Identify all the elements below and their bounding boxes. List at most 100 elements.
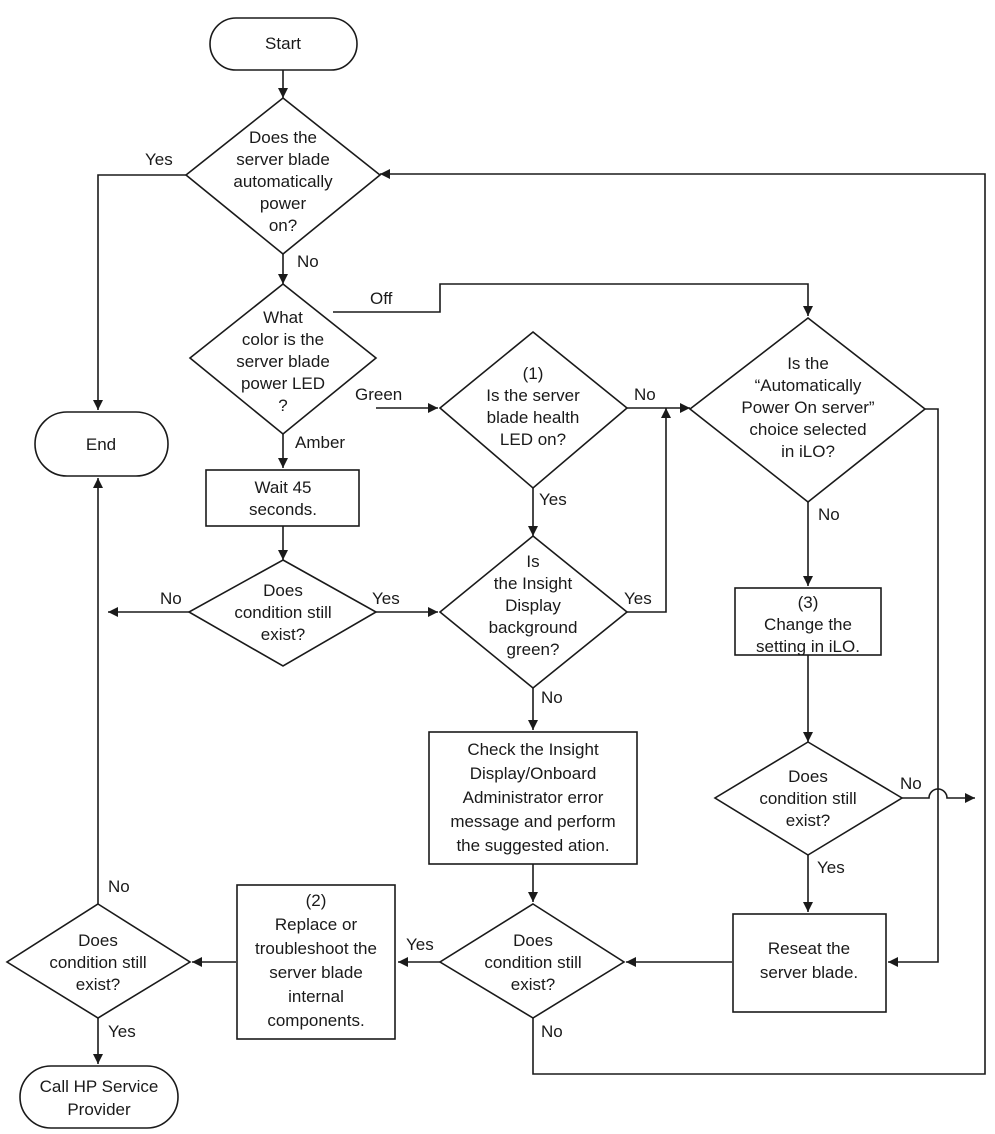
edge-ilo-right-to-reseat — [888, 408, 939, 967]
process-reseat: Reseat the server blade. — [732, 913, 887, 1013]
auto-power-line-3: automatically — [233, 172, 333, 191]
health-led-line-4: LED on? — [500, 430, 566, 449]
change-ilo-line-2: Change the — [764, 615, 852, 634]
process-replace: (2) Replace or troubleshoot the server b… — [236, 884, 396, 1040]
insight-green-line-5: green? — [507, 640, 560, 659]
change-ilo-line-1: (3) — [798, 593, 819, 612]
decision-cond-left: Does condition still exist? — [5, 903, 192, 1019]
cond1-line-1: Does — [263, 581, 303, 600]
check-insight-line-4: message and perform — [450, 812, 615, 831]
edge-insight-yes-to-ilo — [627, 408, 671, 613]
wait-line-2: seconds. — [249, 500, 317, 519]
call-hp-line-2: Provider — [67, 1100, 131, 1119]
cond-left-line-2: condition still — [49, 953, 146, 972]
cond-mid-line-3: exist? — [511, 975, 555, 994]
ilo-line-2: “Automatically — [755, 376, 862, 395]
cond1-line-2: condition still — [234, 603, 331, 622]
label-off: Off — [370, 289, 393, 308]
check-insight-line-1: Check the Insight — [467, 740, 599, 759]
led-color-line-5: ? — [278, 396, 287, 415]
decision-auto-power: Does the server blade automatically powe… — [184, 96, 382, 256]
auto-power-line-4: power — [260, 194, 307, 213]
cond-left-line-3: exist? — [76, 975, 120, 994]
reseat-line-2: server blade. — [760, 963, 858, 982]
label-green: Green — [355, 385, 402, 404]
label-yes-cond-mid: Yes — [406, 935, 434, 954]
health-led-line-2: Is the server — [486, 386, 580, 405]
change-ilo-line-3: setting in iLO. — [756, 637, 860, 656]
decision-insight-green: Is the Insight Display background green? — [438, 534, 629, 690]
cond-ilo-line-3: exist? — [786, 811, 830, 830]
led-color-line-1: What — [263, 308, 303, 327]
cond1-line-3: exist? — [261, 625, 305, 644]
decision-health-led: (1) Is the server blade health LED on? — [438, 330, 629, 490]
led-color-line-4: power LED — [241, 374, 325, 393]
cond-ilo-line-2: condition still — [759, 789, 856, 808]
end-node: End — [34, 411, 169, 477]
replace-line-3: troubleshoot the — [255, 939, 377, 958]
label-yes-cond1: Yes — [372, 589, 400, 608]
label-no-insight: No — [541, 688, 563, 707]
ilo-line-5: in iLO? — [781, 442, 835, 461]
label-no-cond-mid: No — [541, 1022, 563, 1041]
decision-cond-ilo: Does condition still exist? — [713, 741, 904, 856]
label-no-ilo: No — [818, 505, 840, 524]
process-change-ilo: (3) Change the setting in iLO. — [734, 587, 882, 656]
auto-power-line-2: server blade — [236, 150, 330, 169]
health-led-line-3: blade health — [487, 408, 580, 427]
edge-labels: Yes No Off Green Amber No Yes No Yes Yes… — [108, 150, 922, 1041]
decision-led-color: What color is the server blade power LED… — [188, 282, 378, 436]
edge-cond-mid-no-loop — [380, 169, 986, 1075]
replace-line-4: server blade — [269, 963, 363, 982]
terminal-call-hp: Call HP Service Provider — [19, 1065, 179, 1129]
led-color-line-3: server blade — [236, 352, 330, 371]
label-no-cond-ilo: No — [900, 774, 922, 793]
end-label: End — [86, 435, 116, 454]
edge-auto-power-yes-to-end — [93, 174, 186, 410]
led-color-line-2: color is the — [242, 330, 324, 349]
start-label: Start — [265, 34, 301, 53]
cond-mid-line-1: Does — [513, 931, 553, 950]
insight-green-line-1: Is — [526, 552, 539, 571]
replace-line-5: internal — [288, 987, 344, 1006]
reseat-line-1: Reseat the — [768, 939, 850, 958]
label-no-cond-left: No — [108, 877, 130, 896]
label-yes-cond-left: Yes — [108, 1022, 136, 1041]
check-insight-line-5: the suggested ation. — [456, 836, 609, 855]
call-hp-line-1: Call HP Service — [40, 1077, 159, 1096]
label-no-health: No — [634, 385, 656, 404]
label-yes-health: Yes — [539, 490, 567, 509]
cond-mid-line-2: condition still — [484, 953, 581, 972]
insight-green-line-4: background — [489, 618, 578, 637]
auto-power-line-1: Does the — [249, 128, 317, 147]
process-wait: Wait 45 seconds. — [205, 469, 360, 527]
decision-cond-mid: Does condition still exist? — [438, 903, 626, 1019]
process-check-insight: Check the Insight Display/Onboard Admini… — [428, 731, 638, 865]
label-yes-auto-power: Yes — [145, 150, 173, 169]
edge-led-off-to-ilo — [333, 283, 813, 316]
replace-line-6: components. — [267, 1011, 364, 1030]
label-no-cond1: No — [160, 589, 182, 608]
cond-left-line-1: Does — [78, 931, 118, 950]
decision-cond1: Does condition still exist? — [187, 559, 378, 667]
label-yes-insight: Yes — [624, 589, 652, 608]
ilo-line-3: Power On server” — [741, 398, 875, 417]
health-led-line-1: (1) — [523, 364, 544, 383]
wait-line-1: Wait 45 — [254, 478, 311, 497]
label-amber: Amber — [295, 433, 345, 452]
replace-line-2: Replace or — [275, 915, 358, 934]
cond-ilo-line-1: Does — [788, 767, 828, 786]
label-yes-cond-ilo: Yes — [817, 858, 845, 877]
replace-line-1: (2) — [306, 891, 327, 910]
start-node: Start — [209, 17, 358, 71]
decision-auto-power-ilo: Is the “Automatically Power On server” c… — [688, 316, 927, 504]
auto-power-line-5: on? — [269, 216, 297, 235]
ilo-line-1: Is the — [787, 354, 829, 373]
insight-green-line-2: the Insight — [494, 574, 573, 593]
ilo-line-4: choice selected — [749, 420, 866, 439]
check-insight-line-3: Administrator error — [463, 788, 604, 807]
check-insight-line-2: Display/Onboard — [470, 764, 597, 783]
label-no-auto-power: No — [297, 252, 319, 271]
connectors — [93, 70, 986, 1075]
